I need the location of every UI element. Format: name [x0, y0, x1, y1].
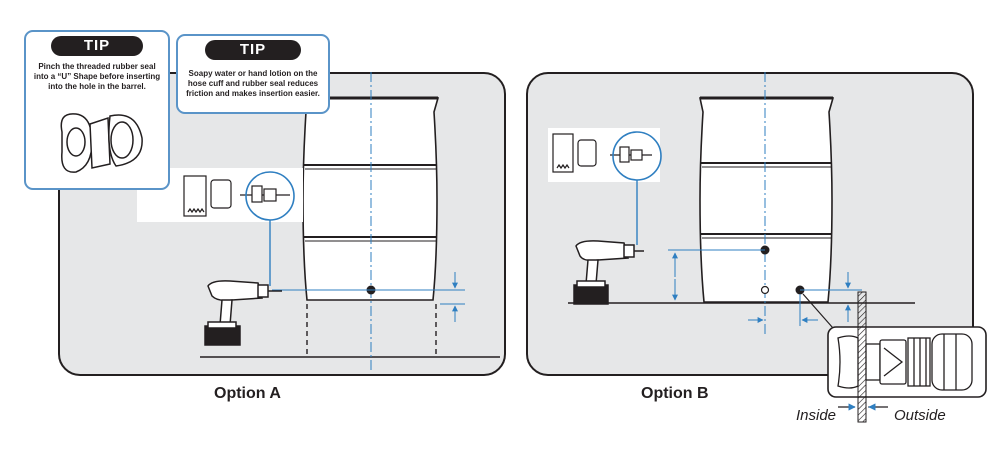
drill-icon-b — [573, 240, 644, 305]
outside-label: Outside — [894, 407, 946, 424]
hole-saw-icon-b — [552, 133, 652, 173]
tip-text: Soapy water or hand lotion on the hose c… — [186, 69, 320, 98]
hole-saw-icon-a — [183, 175, 290, 217]
tip-card-rubber-seal: TIP Pinch the threaded rubber seal into … — [24, 30, 170, 190]
inside-label: Inside — [796, 407, 837, 424]
fitting-assembly-icon — [837, 333, 973, 391]
rubber-seal-icon — [60, 113, 143, 173]
tip-badge: TIP — [51, 36, 143, 56]
drill-icon-a — [204, 280, 282, 346]
option-b-label: Option B — [641, 385, 709, 402]
option-a-label: Option A — [214, 385, 281, 402]
tip-card-soapy-water: TIP Soapy water or hand lotion on the ho… — [176, 34, 330, 114]
barrel-b — [699, 96, 835, 303]
tip-badge: TIP — [205, 40, 301, 60]
barrel-wall-section — [857, 291, 867, 423]
hole-b-bottom-marker — [760, 285, 770, 295]
tip-text: Pinch the threaded rubber seal into a “U… — [33, 62, 161, 91]
